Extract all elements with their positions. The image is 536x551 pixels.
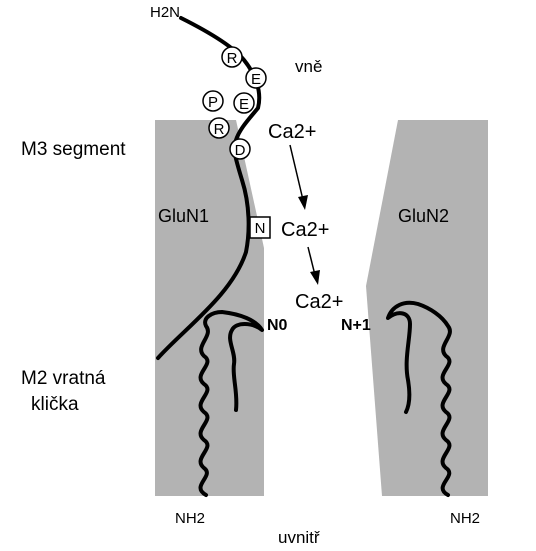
- subunit-left-label: GluN1: [158, 206, 209, 226]
- subunit-right-label: GluN2: [398, 206, 449, 226]
- ca-arrow-upper: [289, 144, 308, 210]
- m2-loop-label-line1: M2 vratná: [21, 368, 106, 389]
- svg-text:P: P: [208, 94, 218, 111]
- m2-loop-label-line2: klička: [31, 394, 79, 415]
- svg-text:D: D: [235, 142, 246, 159]
- svg-text:E: E: [251, 71, 261, 88]
- m3-segment-label: M3 segment: [21, 139, 126, 160]
- svg-text:R: R: [227, 50, 238, 67]
- ca-ion-lower: Ca2+: [295, 291, 343, 313]
- residue-e1: E: [245, 67, 267, 89]
- residue-e2: E: [233, 92, 255, 114]
- residue-n-box: N: [249, 216, 271, 239]
- m2-loop-right: [386, 300, 452, 497]
- n-terminus-label: H2N: [150, 4, 180, 21]
- residue-r1: R: [221, 46, 243, 68]
- residue-d: D: [229, 138, 251, 160]
- ca-arrow-lower: [307, 246, 320, 285]
- nh2-left-label: NH2: [175, 510, 205, 527]
- inside-label: uvnitř: [278, 528, 320, 547]
- m2-loop-left: [198, 310, 264, 497]
- residue-p: P: [202, 90, 224, 112]
- svg-text:R: R: [214, 121, 225, 138]
- site-n0-label: N0: [267, 317, 288, 334]
- svg-text:N: N: [255, 220, 266, 237]
- ca-ion-middle: Ca2+: [281, 219, 329, 241]
- svg-text:E: E: [239, 96, 249, 113]
- ca-ion-upper: Ca2+: [268, 121, 316, 143]
- outside-label: vně: [295, 57, 322, 76]
- nh2-right-label: NH2: [450, 510, 480, 527]
- residue-r2: R: [208, 117, 230, 139]
- site-n1-label: N+1: [341, 317, 371, 334]
